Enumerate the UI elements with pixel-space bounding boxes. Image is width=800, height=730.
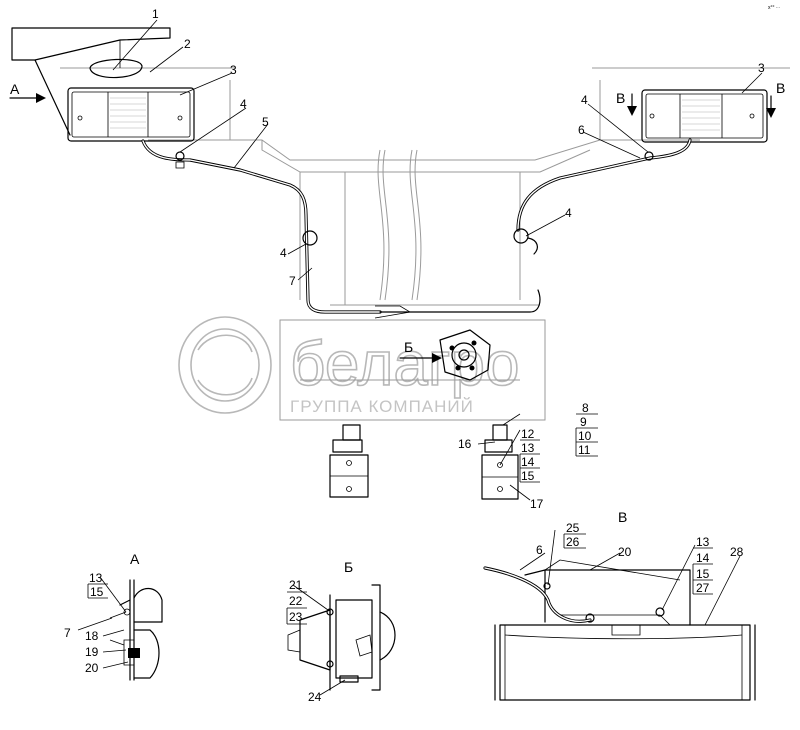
callout-14-top: 14 — [521, 455, 535, 469]
view-arrow-v-left — [627, 93, 637, 116]
watermark: белагро ГРУППА КОМПАНИЙ — [178, 316, 520, 416]
right-mounting-block — [481, 424, 519, 500]
callout-5: 5 — [262, 115, 269, 129]
callout-numbers: 1 2 3 4 5 4 7 3 4 6 4 8 9 10 11 12 13 14… — [64, 7, 765, 704]
center-connector-unit — [439, 329, 491, 381]
callout-20-view-v: 20 — [618, 545, 632, 559]
left-rear-lamp — [67, 87, 195, 142]
left-mounting-block — [329, 424, 369, 498]
view-label-a-top: А — [10, 81, 20, 97]
leader-lines — [77, 19, 763, 696]
left-cable-harness — [141, 139, 382, 314]
left-bracket — [11, 27, 171, 136]
callout-15-top: 15 — [521, 469, 535, 483]
watermark-brand: белагро — [290, 330, 519, 399]
callout-2: 2 — [184, 37, 191, 51]
view-arrow-b — [399, 353, 442, 363]
callout-21: 21 — [289, 578, 303, 592]
callout-4-right-mid: 4 — [565, 206, 572, 220]
callout-4-left-top: 4 — [240, 97, 247, 111]
watermark-logo — [178, 316, 272, 414]
callout-13-top: 13 — [521, 441, 535, 455]
callout-22: 22 — [289, 594, 303, 608]
callout-23: 23 — [289, 610, 303, 624]
detail-view-b — [287, 584, 396, 691]
callout-15-view-v: 15 — [696, 567, 710, 581]
callout-12: 12 — [521, 427, 535, 441]
callout-18: 18 — [85, 629, 99, 643]
right-rear-lamp — [641, 89, 768, 143]
callout-26: 26 — [566, 535, 580, 549]
detail-view-a — [109, 579, 163, 681]
callout-13-view-v: 13 — [696, 535, 710, 549]
callout-15-view-a: 15 — [90, 585, 104, 599]
callout-6-top: 6 — [578, 123, 585, 137]
callout-14-view-v: 14 — [696, 551, 710, 565]
callout-11: 11 — [578, 443, 591, 457]
callout-16: 16 — [458, 437, 472, 451]
callout-3-right: 3 — [758, 61, 765, 75]
callout-4-right-top: 4 — [581, 93, 588, 107]
view-label-b-center: Б — [404, 339, 413, 355]
view-label-a-detail: А — [130, 551, 140, 567]
view-arrow-a — [9, 93, 46, 103]
callout-27: 27 — [696, 581, 710, 595]
corner-mark: x°° ∙∙∙ — [768, 5, 780, 11]
callout-28: 28 — [730, 545, 744, 559]
view-label-v-top-right: В — [776, 80, 785, 96]
view-label-b-detail: Б — [344, 559, 353, 575]
watermark-subtitle: ГРУППА КОМПАНИЙ — [290, 397, 474, 416]
callout-17: 17 — [530, 497, 544, 511]
callout-24: 24 — [308, 690, 322, 704]
callout-25: 25 — [566, 521, 580, 535]
right-cable-harness — [374, 138, 692, 319]
callout-9: 9 — [580, 415, 587, 429]
view-label-v-detail: В — [618, 509, 627, 525]
callout-10: 10 — [578, 429, 592, 443]
callout-7-top: 7 — [289, 274, 296, 288]
callout-6-view-v: 6 — [536, 543, 543, 557]
callout-1: 1 — [152, 7, 159, 21]
view-label-v-top-left: В — [616, 90, 625, 106]
callout-20-view-a: 20 — [85, 661, 99, 675]
callout-19: 19 — [85, 645, 99, 659]
detail-view-v — [483, 559, 756, 701]
callout-4-left-mid: 4 — [280, 246, 287, 260]
callout-underlines — [87, 413, 713, 625]
callout-8: 8 — [582, 401, 589, 415]
callout-13-view-a: 13 — [89, 571, 103, 585]
view-arrow-v-right — [766, 95, 776, 118]
callout-3-left: 3 — [230, 63, 237, 77]
callout-7-view-a: 7 — [64, 626, 71, 640]
